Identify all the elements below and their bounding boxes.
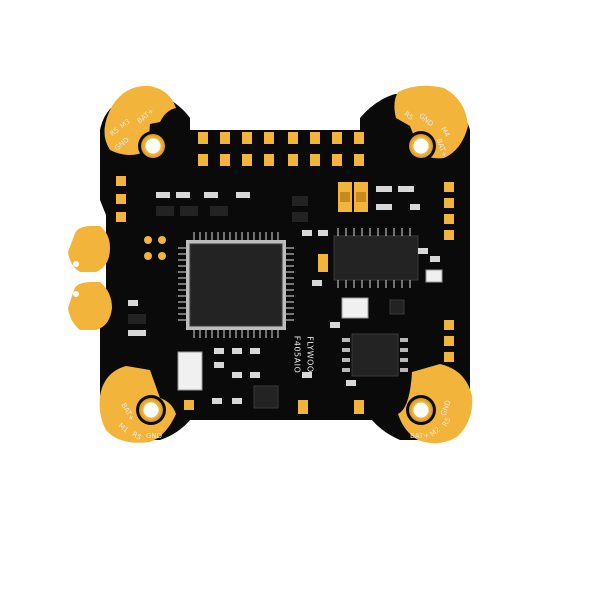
corner-pads <box>99 85 473 444</box>
top-pad-row <box>198 132 364 166</box>
battery-lead-pads <box>68 226 112 330</box>
regulator-chip <box>342 333 408 377</box>
smd-parts <box>128 186 440 404</box>
passive-components <box>144 182 443 414</box>
mcu-chip <box>178 232 294 338</box>
left-pad-column <box>116 176 126 222</box>
right-pad-column <box>444 182 454 362</box>
osd-chip <box>333 228 419 288</box>
